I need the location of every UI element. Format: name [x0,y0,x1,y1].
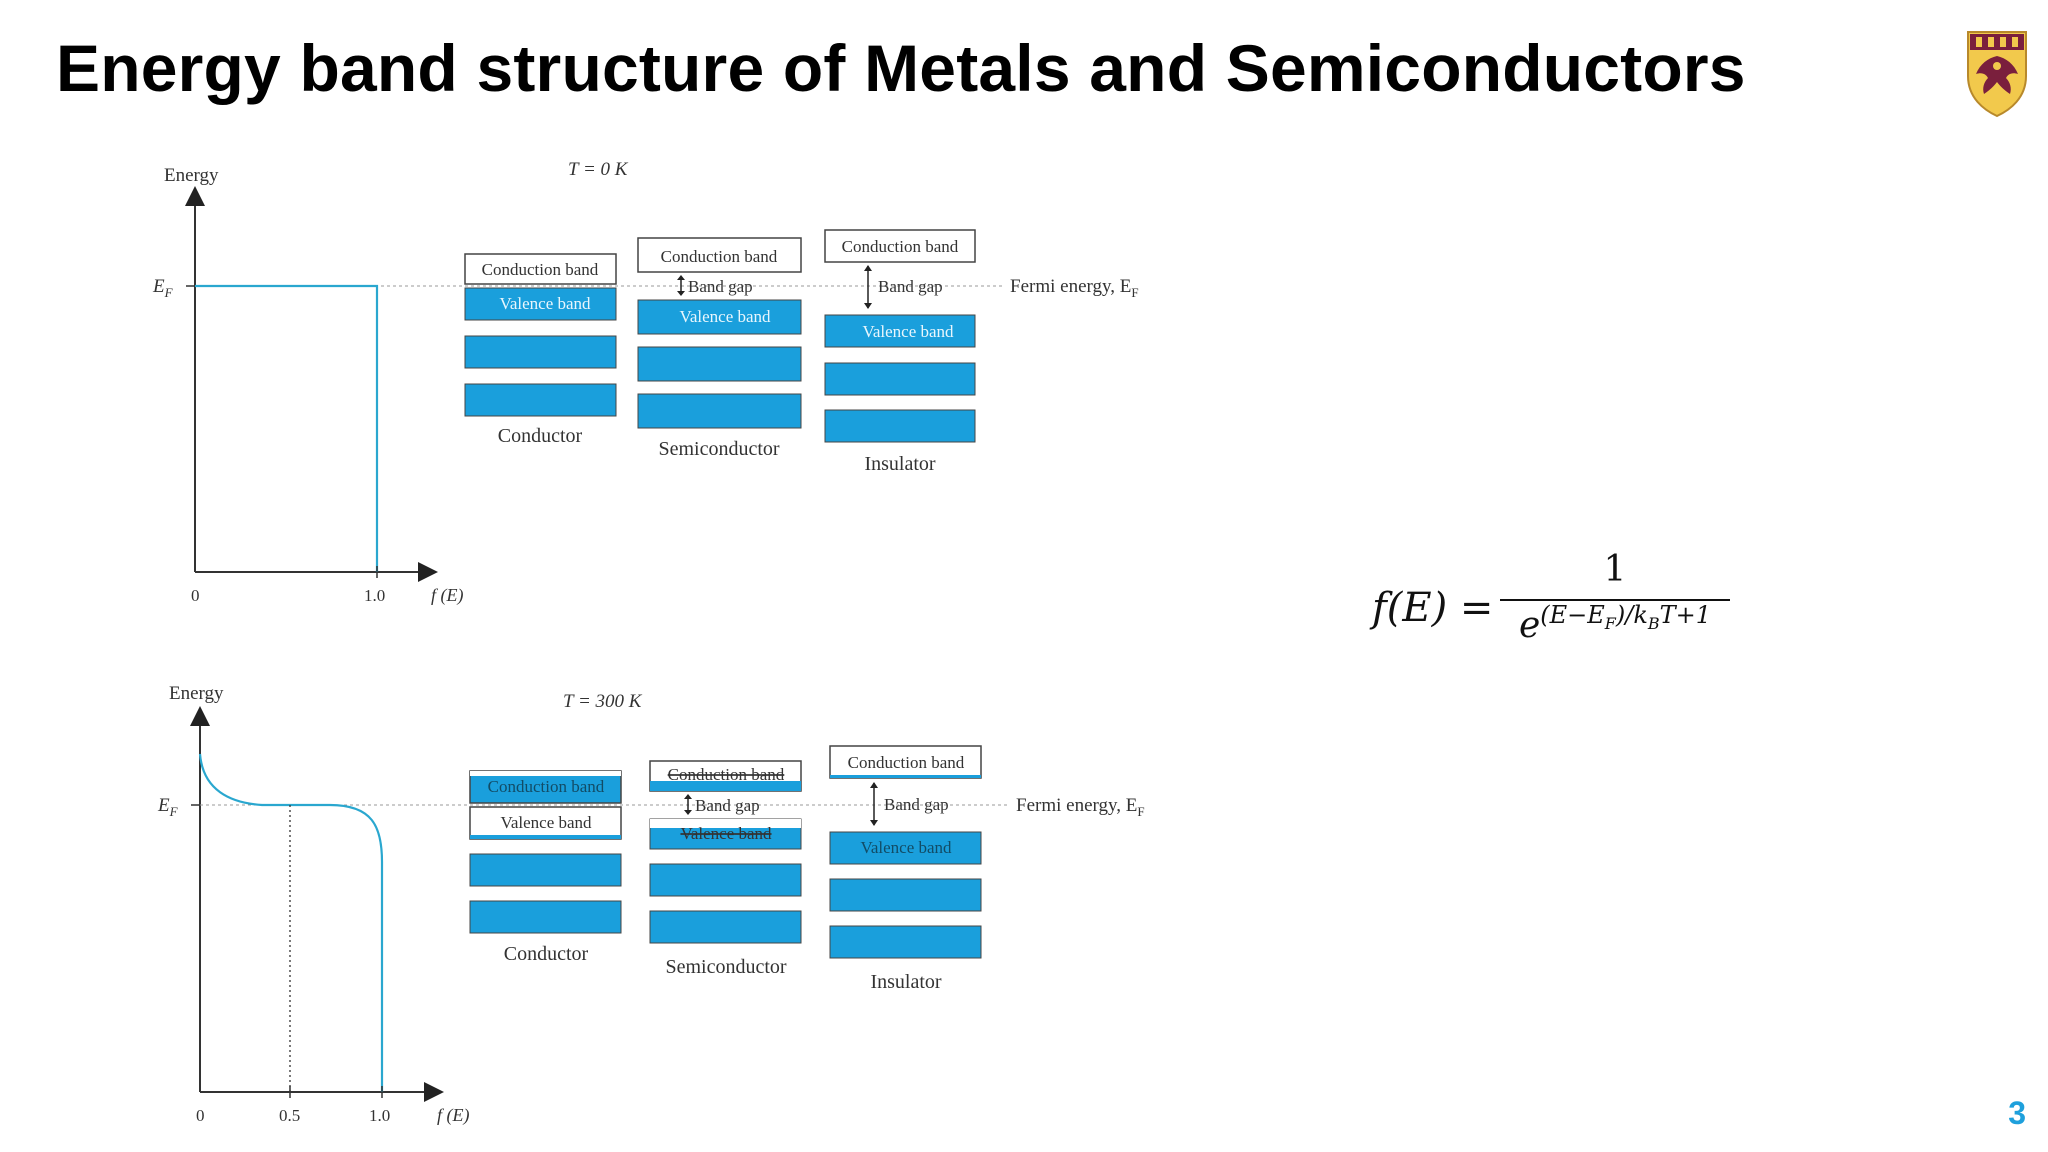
formula-denominator: e(E−EF)/kBT+1 [1518,601,1712,646]
conductor-conduction-band-label-bottom: Conduction band [488,777,605,796]
conductor-caption: Conductor [498,425,583,447]
semiconductor-conduction-band-label: Conduction band [661,247,778,266]
semiconductor-caption-bottom: Semiconductor [665,956,786,978]
conductor-caption-bottom: Conductor [504,943,589,965]
fraction-bar [1500,599,1730,601]
conductor-bands-bottom: Conduction band Valence band Conductor [469,770,622,965]
semiconductor-valence-band-label: Valence band [679,307,771,326]
semiconductor-band-gap-label-bottom: Band gap [695,796,760,815]
temperature-label-bottom: T = 300 K [563,691,643,712]
conductor-valence-band-label-bottom: Valence band [500,813,592,832]
fermi-level-label-bottom: EF [157,795,179,819]
x-tick-1-bottom: 1.0 [369,1106,390,1125]
x-tick-0-bottom: 0 [196,1106,205,1125]
conductor-bands: Conduction band Valence band Conductor [464,253,617,447]
insulator-valence-band-label-bottom: Valence band [860,838,952,857]
semiconductor-band-gap-label: Band gap [688,277,753,296]
insulator-conduction-band-label-bottom: Conduction band [848,753,965,772]
insulator-caption-bottom: Insulator [870,971,941,993]
semiconductor-bands: Conduction band Band gap Valence band Se… [637,237,802,460]
formula-numerator: 1 [1603,549,1627,590]
x-tick-half-bottom: 0.5 [279,1106,300,1125]
semiconductor-conduction-band-label-bottom: Conduction band [668,765,785,784]
conductor-conduction-band-label: Conduction band [482,260,599,279]
formula-fraction: 1 e(E−EF)/kBT+1 [1500,545,1730,655]
insulator-caption: Insulator [864,453,935,475]
x-tick-0: 0 [191,586,200,605]
fermi-energy-label: Fermi energy, EF [1010,276,1139,300]
semiconductor-bands-bottom: Conduction band Band gap Valence band Se… [649,760,802,978]
temperature-label: T = 0 K [568,159,629,180]
fermi-dirac-curve-300k [198,753,384,1092]
band-diagram-t0: Energy EF 0 1.0 f (E) T = 0 K Conduction… [152,159,1139,606]
x-axis-label: f (E) [431,585,463,606]
fermi-level-label: EF [152,276,174,300]
insulator-bands: Conduction band Band gap Valence band In… [824,229,976,475]
insulator-conduction-band-label: Conduction band [842,237,959,256]
page-number: 3 [2008,1095,2026,1131]
insulator-band-gap-label: Band gap [878,277,943,296]
semiconductor-valence-band-label-bottom: Valence band [680,824,772,843]
insulator-valence-band-label: Valence band [862,322,954,341]
energy-axis-label-bottom: Energy [169,683,224,704]
university-crest-logo [1967,31,2027,118]
semiconductor-caption: Semiconductor [658,438,779,460]
insulator-band-gap-label-bottom: Band gap [884,795,949,814]
band-diagram-t300: Energy EF 0 0.5 1.0 f (E) T = 300 K Cond… [157,683,1145,1126]
insulator-bands-bottom: Conduction band Band gap Valence band In… [829,745,982,993]
fermi-dirac-step-curve [195,284,379,572]
x-tick-1: 1.0 [364,586,385,605]
x-axis-label-bottom: f (E) [437,1105,469,1126]
fermi-energy-label-bottom: Fermi energy, EF [1016,795,1145,819]
energy-axis-label: Energy [164,165,219,186]
slide-title: Energy band structure of Metals and Semi… [56,31,1746,105]
formula-lhs: f(E) = [1372,585,1494,631]
conductor-valence-band-label: Valence band [499,294,591,313]
fermi-dirac-formula: f(E) = 1 e(E−EF)/kBT+1 [1372,545,1742,655]
